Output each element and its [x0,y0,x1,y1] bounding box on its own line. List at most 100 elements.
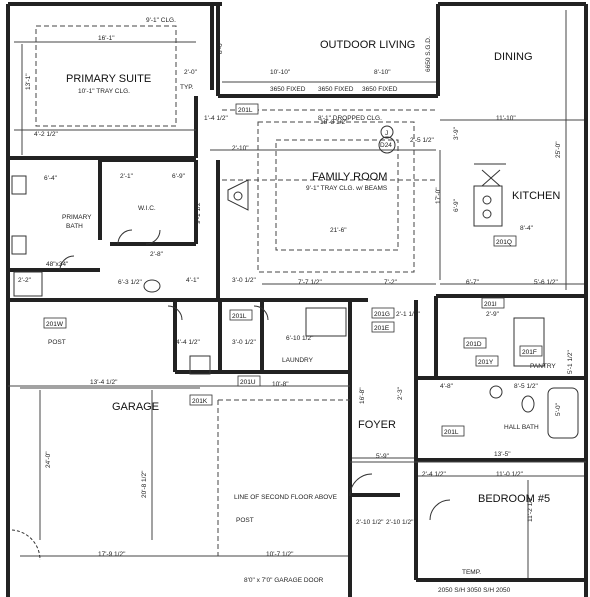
dimension-label: 11'-0 1/2" [496,471,524,478]
dimension-label: 2'-5 1/2" [410,137,434,144]
room-outdoor-living: OUTDOOR LIVING [320,39,415,51]
tag-201q: 201Q [496,239,512,246]
room-foyer: FOYER [358,419,396,431]
room-primary-suite: PRIMARY SUITE [66,73,151,85]
tag-201g: 201G [374,311,390,318]
room-pantry: PANTRY [530,363,556,370]
note-post-2: POST [236,517,254,524]
dimension-label: 7'-7 1/2" [298,279,322,286]
note-d24: D24 [380,142,392,149]
dimension-label: 13'-1" [25,73,32,90]
dimension-label: 10'-10" [270,69,291,76]
dimension-label: 9'-1 1/2" [195,200,202,224]
tag-201d: 201D [466,341,482,348]
window-tags [43,103,543,437]
room-bedroom-5: BEDROOM #5 [478,493,550,505]
room-labels: OUTDOOR LIVING DINING PRIMARY SUITE 10'-… [62,39,560,505]
dimension-label: 2'-9" [486,311,500,318]
note-fixed-window-3: 3650 FIXED [362,86,398,93]
walls [6,2,588,597]
room-laundry: LAUNDRY [282,357,314,364]
note-fixed-window-2: 3650 FIXED [318,86,354,93]
kitchen-sink-icon [473,185,503,227]
dimension-label: 2'-0" [184,69,198,76]
window-tag-labels: 201W 201L 201L 201L 201U 201K 201Q 201I … [46,107,537,436]
note-temp: TEMP. [462,569,481,576]
dimension-label: 5'-6 1/2" [534,279,558,286]
dimension-label: 7'-2" [384,279,398,286]
dimension-label: 2'-10 1/2" [386,519,414,526]
dimension-label: 17'-9 1/2" [98,551,126,558]
note-typ: TYP. [180,84,194,91]
dimension-label: 5'-0" [555,402,562,416]
dimension-label: 8'-10" [374,69,391,76]
room-primary-bath-line2: BATH [66,223,83,230]
note-door-j: J [385,130,388,137]
tag-201i: 201I [484,301,497,308]
dimension-label: 5'-1 1/2" [567,350,574,374]
dimension-label: 5'-9" [376,453,390,460]
dimension-label: 10'-8" [272,381,289,388]
notes: 9'-1" CLG. 8'-1" DROPPED CLG. 3650 FIXED… [46,17,511,594]
fixtures [11,163,579,561]
dimension-label: 10'-7 1/2" [266,551,294,558]
dimension-label: 8'-5 1/2" [514,383,538,390]
dimension-label: 6'-10 1/2" [286,335,314,342]
dimension-label: 2'-10" [232,145,249,152]
dimension-label: 6'-3 1/2" [118,279,142,286]
room-garage: GARAGE [112,401,159,413]
dimension-labels: 16'-1" 13'-1" 4'-2 1/2" 10'-10" 8'-10" 1… [18,35,574,558]
family-room-ceiling-note: 9'-1" TRAY CLG. w/ BEAMS [306,185,388,192]
tub-icon [13,271,43,297]
room-hall-bath: HALL BATH [504,424,539,431]
dimension-label: 2'-4 1/2" [422,471,446,478]
note-window-bottom: 2050 S/H 3050 S/H 2050 [438,587,511,594]
fireplace-icon [227,179,249,211]
dimension-label: 11'-2 1/2" [527,494,534,522]
dimension-label: 13'-5" [494,451,511,458]
note-second-floor: LINE OF SECOND FLOOR ABOVE [234,494,338,501]
sink-icon [11,235,27,255]
dimension-label: 1'-4 1/2" [204,115,228,122]
hall-tub-icon [547,387,579,439]
dimension-label: 16'-8" [359,387,366,404]
note-dropped-ceiling: 8'-1" DROPPED CLG. [318,115,382,122]
dimension-label: 3'-0 1/2" [232,339,256,346]
note-ceiling-top: 9'-1" CLG. [146,17,176,24]
tag-201k: 201K [192,398,208,405]
dimension-label: 2'-1" [120,173,134,180]
dimension-label: 6'-4" [44,175,58,182]
dimension-label: 2'-10 1/2" [356,519,384,526]
toilet-icon [143,279,161,293]
dimension-label: 13'-4 1/2" [90,379,118,386]
dimension-label: 8'-4" [520,225,534,232]
dimension-label: 6'-9" [453,198,460,212]
dimension-label: 4'-8" [440,383,454,390]
room-family-room: FAMILY ROOM [312,171,387,183]
dimension-label: 8'-0" [217,40,224,54]
tag-201f: 201F [522,349,537,356]
note-fixed-window-1: 3650 FIXED [270,86,306,93]
dimension-label: 2'-8" [150,251,164,258]
dimension-label: 3'-9" [453,126,460,140]
note-tub-size: 48"x34" [46,261,69,268]
tag-201w: 201W [46,321,64,328]
dimension-label: 11'-10" [496,115,516,122]
dimension-label: 4'-1" [186,277,200,284]
dimension-label: 21'-6" [330,227,347,234]
note-sgd: 6650 S.G.D. [425,36,432,72]
tag-201y: 201Y [478,359,494,366]
dimension-label: 25'-0" [555,141,562,158]
note-post-1: POST [48,339,66,346]
hall-toilet-icon [521,395,535,413]
note-garage-door: 8'0" x 7'0" GARAGE DOOR [244,577,324,584]
dimension-label: 24'-0" [45,451,52,468]
dimension-label: 2'-2" [18,277,32,284]
room-primary-bath-line1: PRIMARY [62,214,92,221]
room-wic: W.I.C. [138,205,156,212]
dimension-label: 16'-1" [98,35,115,42]
hall-sink-icon [489,385,503,399]
dimension-label: 2'-3" [397,386,404,400]
dimension-label: 4'-2 1/2" [34,131,58,138]
